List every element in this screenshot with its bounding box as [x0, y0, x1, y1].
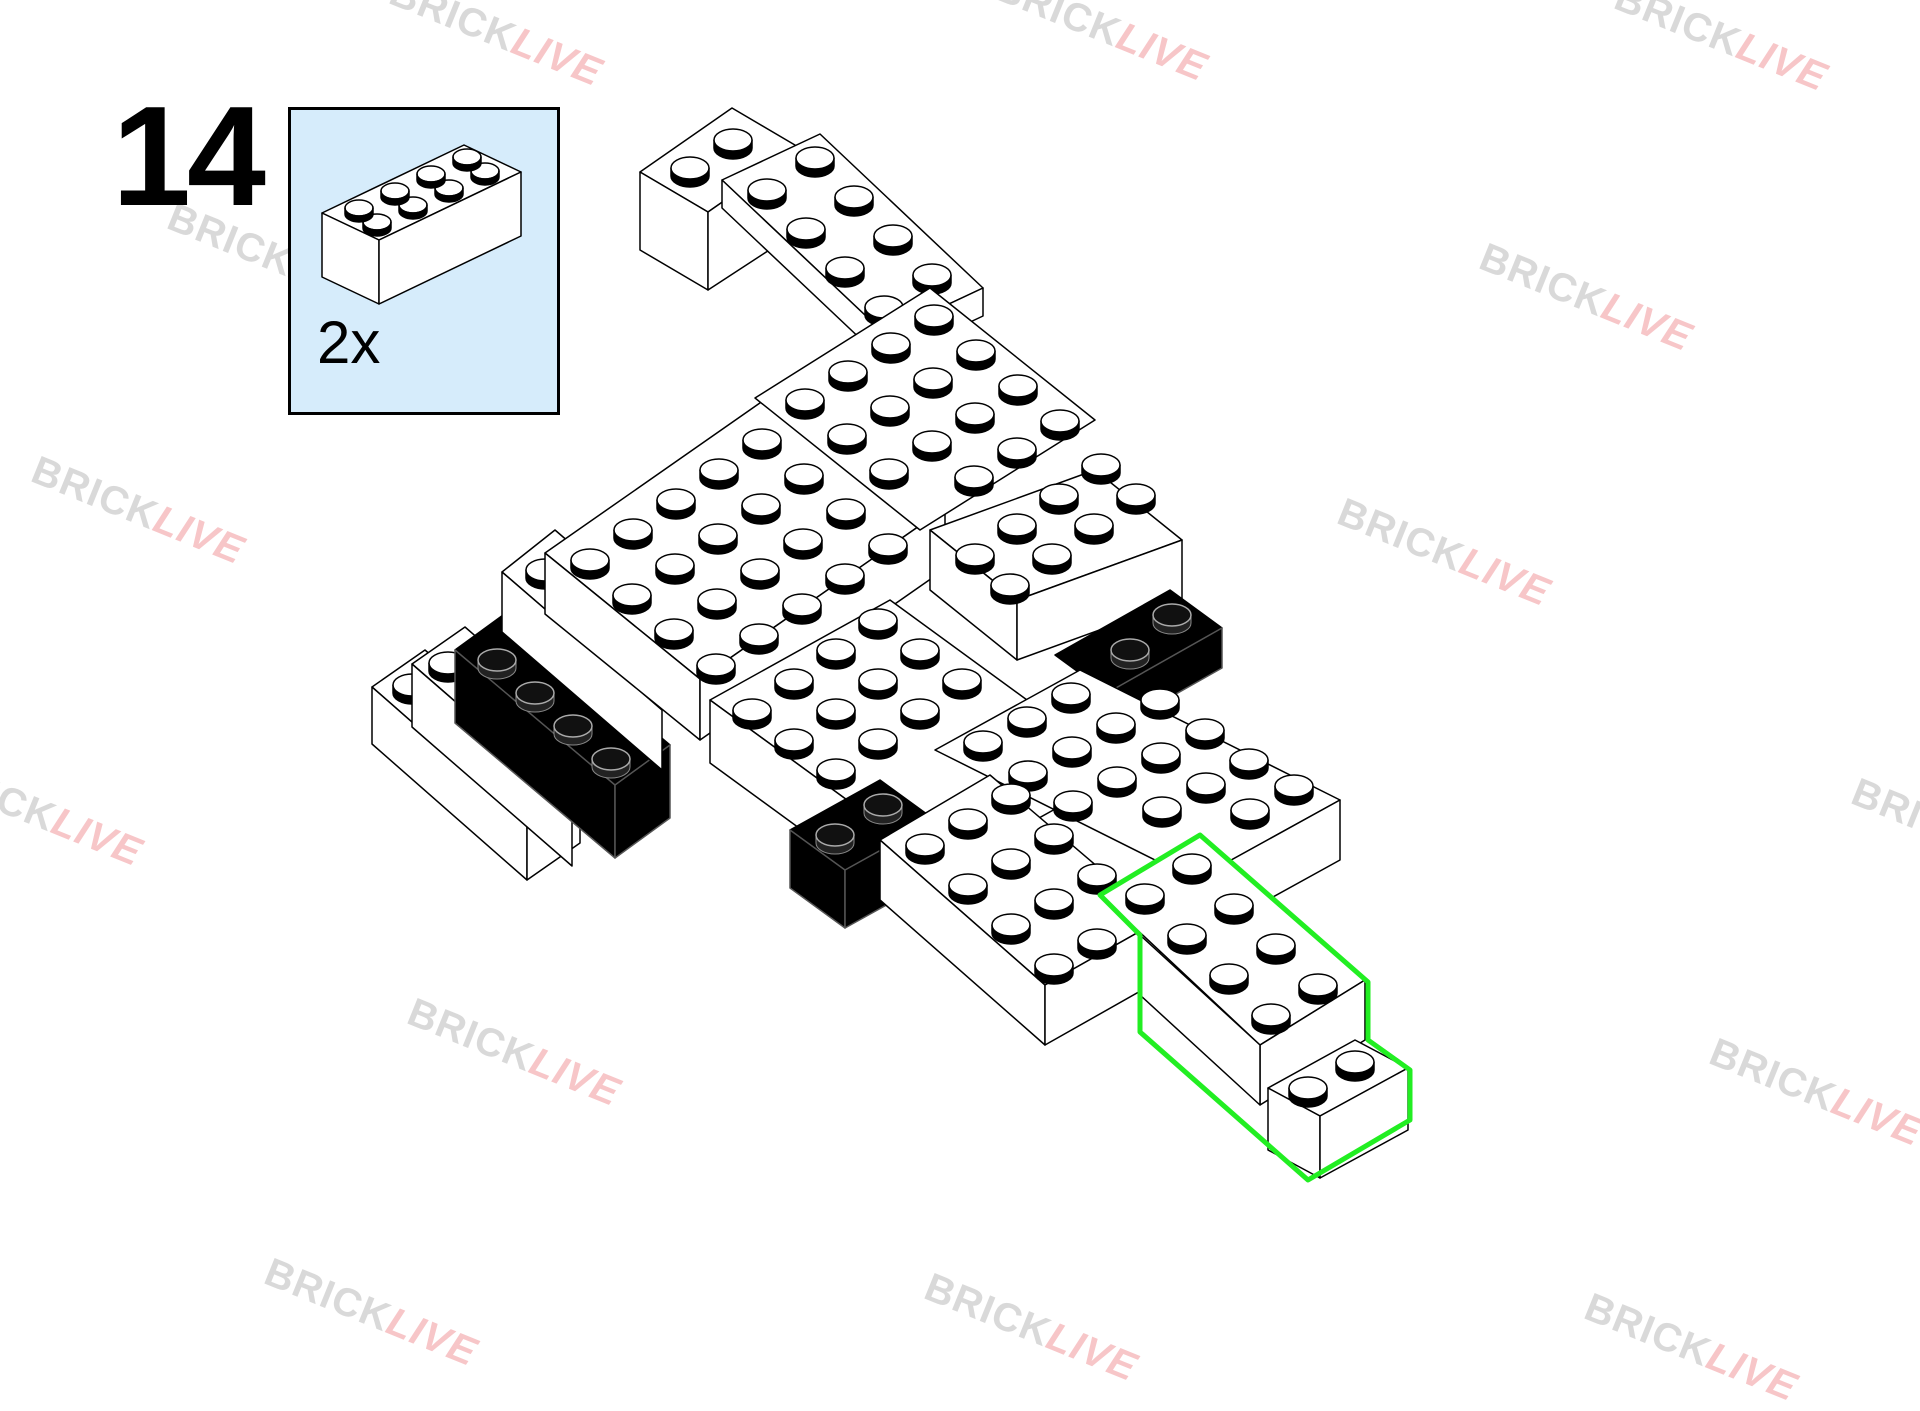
- brick-lower-left-front: [879, 774, 1161, 1046]
- model-assembly: [371, 107, 1413, 1183]
- brick-tail-end: [1267, 1039, 1409, 1179]
- brick-right-top: [929, 453, 1183, 661]
- parts-quantity: 2x: [317, 309, 381, 376]
- highlight-outline: [1097, 832, 1413, 1183]
- brick-2x4-white-icon: [321, 144, 522, 305]
- brick-central-right: [754, 287, 1096, 531]
- model-illustration: [371, 107, 1413, 1183]
- step-number: 14: [112, 77, 266, 236]
- parts-callout: 2x: [288, 107, 560, 415]
- brick-new-highlight: [1099, 834, 1366, 1106]
- brick-left-black: [454, 609, 671, 859]
